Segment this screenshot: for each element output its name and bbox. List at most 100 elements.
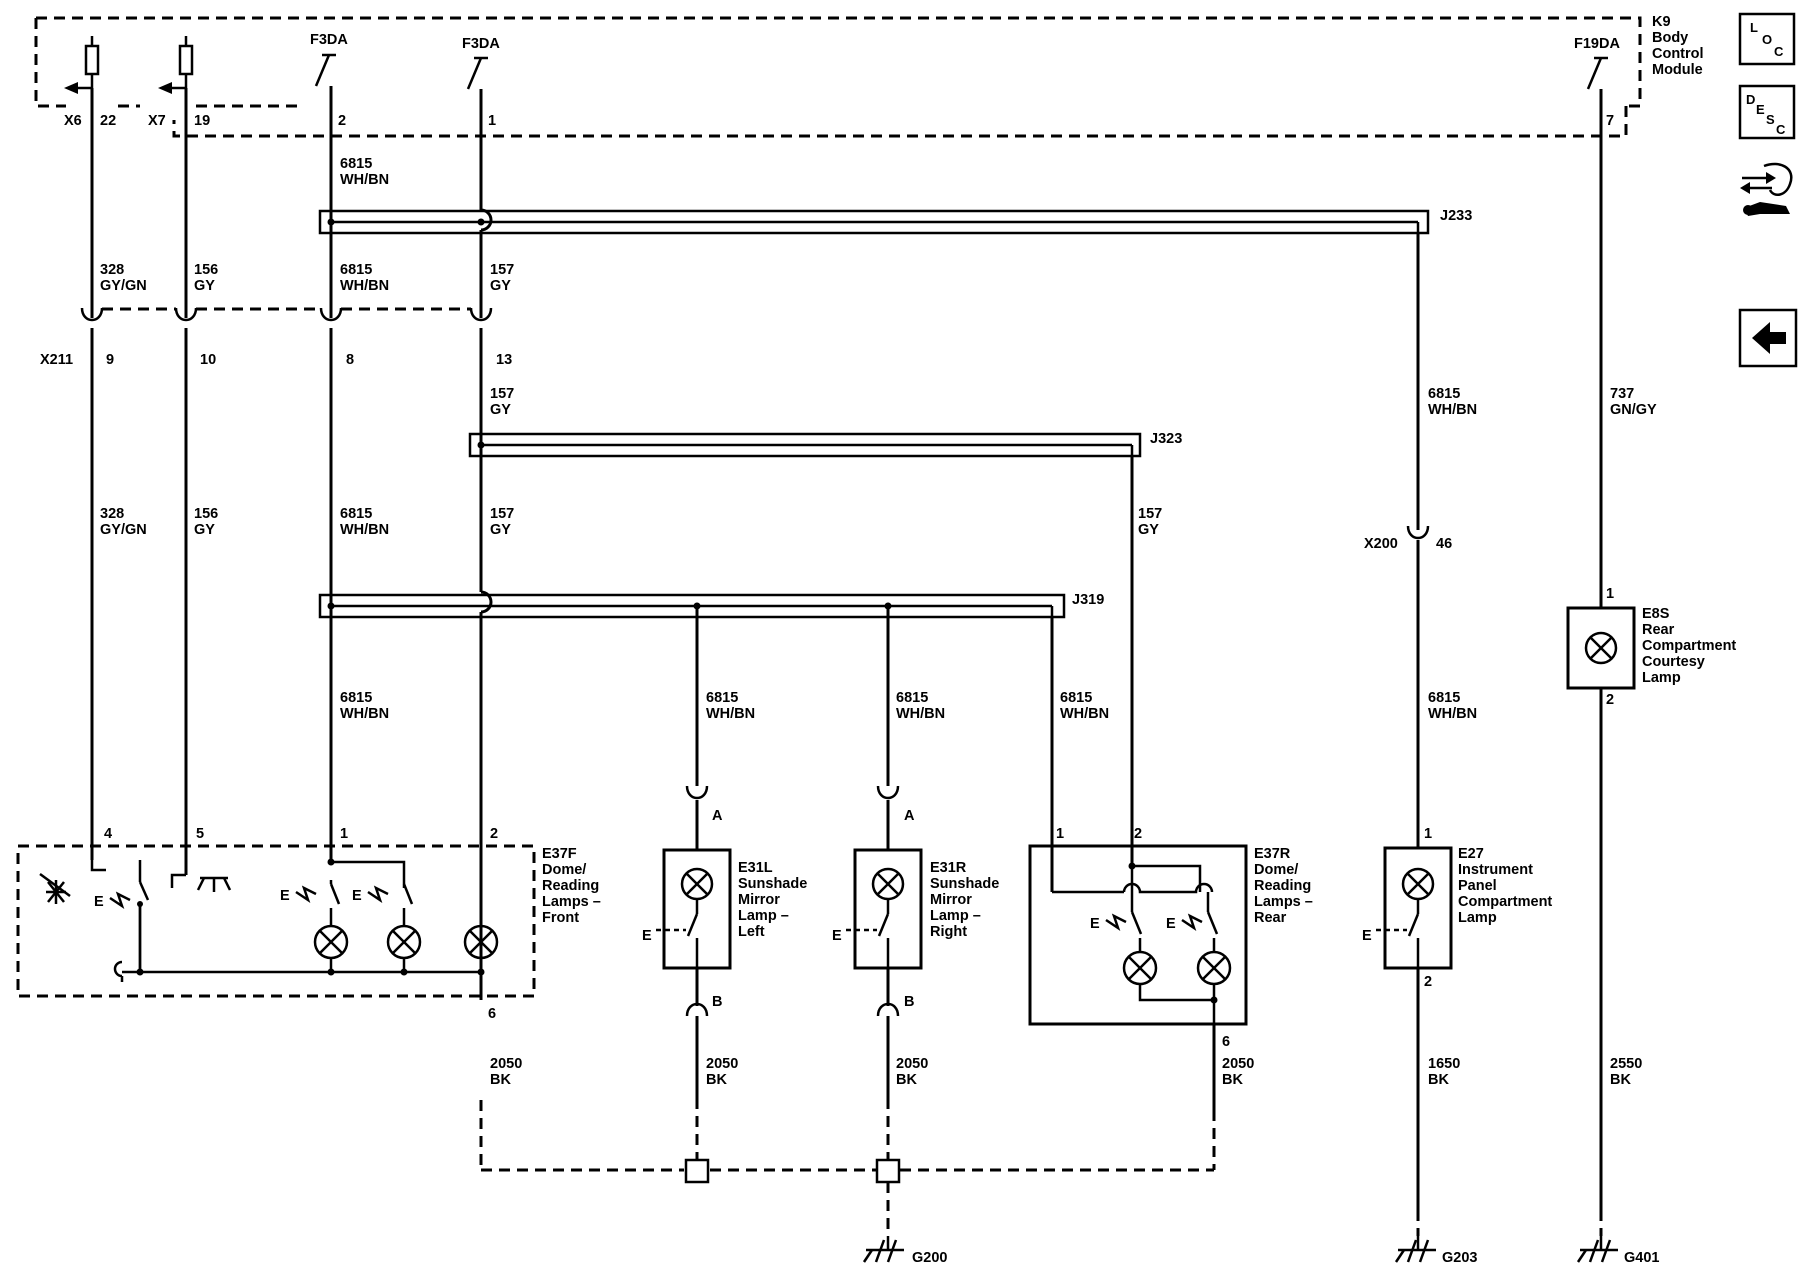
splice-j319-label: J319	[1072, 592, 1104, 608]
e27-label-5: Lamp	[1458, 910, 1497, 926]
x211-pin-9: 9	[106, 352, 114, 368]
ground-g401-icon: G401	[1576, 1236, 1659, 1266]
wire-label-6815e-num: 6815	[896, 690, 928, 706]
bcm-switch-f3da-a: F3DA	[310, 32, 348, 87]
component-e31l: A E B E31L Sunshade Mirror Lamp – Left	[642, 785, 807, 1098]
wire-label-6815c-num: 6815	[340, 690, 372, 706]
wire-label-2050a-num: 2050	[490, 1056, 522, 1072]
e37r-switch-e-label-2: E	[1166, 916, 1176, 932]
e37f-switch-e-label-2: E	[280, 888, 290, 904]
wire-label-6815a-color: WH/BN	[340, 278, 389, 294]
wire-label-2050d-color: BK	[1222, 1072, 1243, 1088]
loc-icon-letter-c: C	[1774, 44, 1784, 59]
loc-icon-letter-o: O	[1762, 32, 1772, 47]
bcm-pin-1: 1	[488, 113, 496, 129]
e31r-label-5: Right	[930, 924, 967, 940]
wire-label-6815e-color: WH/BN	[896, 706, 945, 722]
wire-label-2050b-color: BK	[706, 1072, 727, 1088]
wire-label-6815d-color: WH/BN	[706, 706, 755, 722]
e31l-switch-e-label: E	[642, 928, 652, 944]
component-e31r: A E B E31R Sunshade Mirror Lamp – Right	[832, 785, 999, 1098]
wire-label-6815b-num: 6815	[340, 506, 372, 522]
bcm-x7-label: X7	[148, 113, 166, 129]
wire-label-6815c-color: WH/BN	[340, 706, 389, 722]
e31l-pin-a: A	[712, 808, 723, 824]
e37f-pin-2: 2	[490, 826, 498, 842]
fuse-f3da-b: F3DA	[462, 36, 500, 52]
connector-x211-label: X211	[40, 352, 73, 368]
wire-crossover	[480, 590, 493, 614]
e31l-label-5: Left	[738, 924, 765, 940]
e31l-label-3: Mirror	[738, 892, 780, 908]
wire-label-2050c-color: BK	[896, 1072, 917, 1088]
ground-g203-icon: G203	[1394, 1236, 1477, 1266]
bcm-pin-7: 7	[1606, 113, 1614, 129]
e37r-label-2: Dome/	[1254, 862, 1298, 878]
bcm-output-x6	[64, 36, 100, 94]
e31l-label-2: Sunshade	[738, 876, 807, 892]
desc-icon-letter-e: E	[1756, 102, 1765, 117]
fuse-f19da: F19DA	[1574, 36, 1620, 52]
door-lamp-icon	[39, 872, 71, 904]
wire-label-6815g-num: 6815	[1428, 690, 1460, 706]
bcm-label-line3: Control	[1652, 46, 1704, 62]
wire-label-1650-color: BK	[1428, 1072, 1449, 1088]
e37r-label-5: Rear	[1254, 910, 1287, 926]
e37f-pin-4: 4	[104, 826, 112, 842]
lamp-icon	[871, 867, 905, 901]
x211-pin-10: 10	[200, 352, 216, 368]
wire-label-6815f-num: 6815	[1060, 690, 1092, 706]
e37f-label-5: Front	[542, 910, 579, 926]
wire-label-157d-num: 157	[1138, 506, 1162, 522]
lamp-icon	[463, 924, 499, 960]
bcm-x7-pin: 19	[194, 113, 210, 129]
wire-label-737-num: 737	[1610, 386, 1634, 402]
e31r-label-3: Mirror	[930, 892, 972, 908]
fuse-f3da-a: F3DA	[310, 32, 348, 48]
wire-label-157c-num: 157	[490, 506, 514, 522]
e8s-label-3: Compartment	[1642, 638, 1736, 654]
wire-label-328b-num: 328	[100, 506, 124, 522]
wire-label-1650-num: 1650	[1428, 1056, 1460, 1072]
loc-icon-letter-l: L	[1750, 20, 1758, 35]
bcm-x6-pin: 22	[100, 113, 116, 129]
bcm-label-line1: K9	[1652, 14, 1671, 30]
e37r-label-3: Reading	[1254, 878, 1311, 894]
wire-label-6815b-color: WH/BN	[340, 522, 389, 538]
e8s-label-4: Courtesy	[1642, 654, 1705, 670]
output-arrow-icon	[158, 82, 172, 94]
e37r-pin-2: 2	[1134, 826, 1142, 842]
e31r-label-1: E31R	[930, 860, 967, 876]
loc-button[interactable]: L O C	[1738, 12, 1796, 66]
wire-label-157b-color: GY	[490, 402, 511, 418]
e31r-label-4: Lamp –	[930, 908, 981, 924]
wire-label-2050d-num: 2050	[1222, 1056, 1254, 1072]
e8s-pin-2: 2	[1606, 692, 1614, 708]
e37r-label-1: E37R	[1254, 846, 1291, 862]
e37f-label-3: Reading	[542, 878, 599, 894]
bcm-switch-f19da: F19DA	[1574, 36, 1620, 90]
wire-label-328a-color: GY/GN	[100, 278, 147, 294]
bcm-switch-f3da-b: F3DA	[462, 36, 500, 90]
wire-label-157a-num: 157	[490, 262, 514, 278]
connector-x200-label: X200	[1364, 536, 1398, 552]
wire-label-328b-color: GY/GN	[100, 522, 147, 538]
wire-label-6815-top-color: WH/BN	[340, 172, 389, 188]
e37f-label-1: E37F	[542, 846, 577, 862]
e37f-label-4: Lamps –	[542, 894, 601, 910]
e8s-label-5: Lamp	[1642, 670, 1681, 686]
e37r-pin-1: 1	[1056, 826, 1064, 842]
wire-label-156b-num: 156	[194, 506, 218, 522]
desc-button[interactable]: D E S C	[1738, 84, 1796, 140]
wire-label-157a-color: GY	[490, 278, 511, 294]
e37f-switch-e-label-3: E	[352, 888, 362, 904]
connector-info-icon[interactable]	[1740, 162, 1793, 216]
wire-label-156b-color: GY	[194, 522, 215, 538]
wire-label-157b-num: 157	[490, 386, 514, 402]
connector-x211: X211 9 10 8 13	[40, 307, 512, 368]
x211-pin-8: 8	[346, 352, 354, 368]
lamp-icon	[313, 924, 349, 960]
component-e8s: 1 2 E8S Rear Compartment Courtesy Lamp	[1566, 586, 1736, 708]
back-button[interactable]	[1738, 308, 1798, 368]
